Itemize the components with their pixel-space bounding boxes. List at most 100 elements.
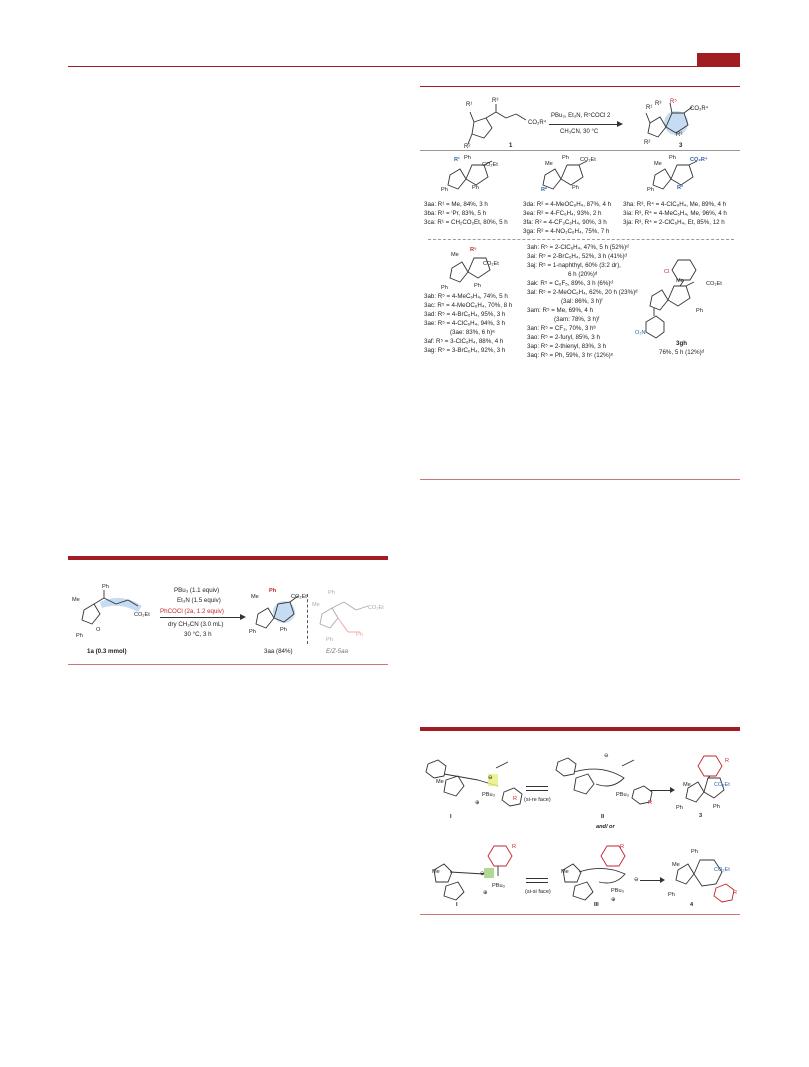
label-3gh: 3gh (676, 340, 688, 347)
reagent-4: dry CH₃CN (3.0 mL) (168, 621, 224, 628)
scheme-a-bottom-rule (68, 664, 388, 665)
reagent-3: PhCOCl (2a, 1.2 equiv) (160, 608, 224, 615)
reaction-arrowhead (617, 121, 623, 127)
s5-co2et: CO₂Et (706, 281, 722, 287)
pa-me: Me (251, 594, 259, 600)
s2-r2: R² (541, 187, 547, 193)
side-label-5aa: E/Z-5aa (326, 648, 349, 655)
s5-no2: O₂N (635, 330, 646, 336)
substrate-1a-structure (81, 590, 142, 625)
entry-3ai: 3ai: R⁵ = 2-BrC₆H₄, 52%, 3 h (41%)ᵈ (527, 253, 627, 260)
b4-plus: ⊕ (611, 897, 616, 903)
b2-r: R (648, 800, 653, 806)
entry-3da: 3da: R² = 4-MeOC₆H₄, 87%, 4 h (523, 201, 612, 208)
entry-3ak: 3ak: R⁵ = C₆F₅, 89%, 3 h (6%)ᵈ (527, 280, 613, 287)
pa-ph3: Ph (280, 627, 287, 633)
reagent-1: PBu₃ (1.1 equiv) (174, 587, 220, 594)
s2-me: Me (545, 161, 553, 167)
b3-me: Me (432, 869, 440, 875)
table-dashed-divider (428, 239, 734, 240)
sp-ph2: Ph (326, 637, 333, 643)
arrow-to-4-head (660, 877, 665, 883)
eq-arrow-top-2 (526, 790, 548, 791)
p3-ph: Ph (676, 805, 683, 811)
sp-ph: Ph (328, 590, 335, 596)
table-bottom-rule (420, 479, 740, 480)
structure-3gh (645, 259, 697, 339)
s2-ph: Ph (562, 155, 569, 161)
face-re: (si-re face) (524, 797, 551, 803)
prod-r1: R¹ (646, 105, 653, 111)
b3-pbu3: PBu₃ (492, 883, 505, 889)
corner-tab (697, 53, 740, 66)
b1-r: R (513, 796, 518, 802)
prod-r3: R³ (655, 101, 662, 107)
eq-arrow-bottom-1 (526, 878, 548, 879)
entry-3ha: 3ha: R³, R⁴ = 4-ClC₆H₄, Me, 89%, 4 h (623, 201, 727, 208)
lbl-II: II (601, 814, 605, 820)
pa-co2et: CO₂Et (291, 594, 307, 600)
p3-co2et: CO₂Et (714, 782, 730, 788)
entry-3aj-cont: 6 h (20%)ᵈ (568, 271, 598, 278)
intermediate-II (555, 757, 653, 805)
b3-minus: ⊖ (480, 871, 485, 877)
entry-3ae-alt: (3ae: 83%, 6 h)ᵃ (450, 329, 495, 336)
b3-r: R (512, 844, 517, 850)
s1-ph2: Ph (441, 187, 448, 193)
sub-r3: R³ (492, 98, 499, 104)
p4-r: R (733, 890, 738, 896)
entry-3ad: 3ad: R⁵ = 4-BrC₆H₄, 95%, 3 h (424, 311, 506, 318)
entry-3ca: 3ca: R¹ = CH₂CO₂Et, 80%, 5 h (424, 219, 508, 226)
s1-ph3: Ph (472, 185, 479, 191)
s2-co2et: CO₂Et (580, 157, 596, 163)
sa-ph2: Ph (76, 633, 83, 639)
b4-pbu3: PBu₃ (611, 888, 624, 894)
s4-me: Me (451, 252, 459, 258)
b2-pbu3: PBu₃ (616, 792, 629, 798)
structure-3da-scope (542, 160, 588, 190)
b4-r: R (620, 844, 625, 850)
p4-ph: Ph (691, 849, 698, 855)
entry-3af: 3af: R⁵ = 3-ClC₆H₄, 88%, 4 h (424, 338, 504, 345)
reagents-line: PBu₃, Et₃N, R⁵COCl 2 (551, 113, 611, 119)
intermediate-I-bottom (433, 845, 513, 901)
s4-co2et: CO₂Et (483, 261, 499, 267)
structure-3ha-scope (652, 160, 698, 190)
pa-ph: Ph (269, 588, 277, 594)
product-3-scheme-b (685, 755, 725, 803)
lbl-3: 3 (699, 813, 703, 819)
sa-o: O (96, 627, 101, 633)
structure-3ab-scope (449, 257, 491, 283)
s5-ph: Ph (696, 308, 703, 314)
reagent-5: 30 °C, 3 h (184, 631, 212, 638)
intermediate-III (562, 845, 626, 901)
entry-3ag: 3ag: R⁵ = 3-BrC₆H₄, 92%, 3 h (424, 347, 506, 354)
p3-ph2: Ph (713, 804, 720, 810)
lbl-III: III (594, 902, 599, 908)
p4-ph2: Ph (668, 892, 675, 898)
prod-co2r4: CO₂R⁴ (690, 106, 709, 112)
s1-co2et: CO₂Et (482, 162, 498, 168)
arrow-to-3-head (670, 787, 675, 793)
s4-ph2: Ph (474, 283, 481, 289)
product-label-3: 3 (679, 143, 683, 149)
s4-r5: R⁵ (470, 247, 477, 253)
sub-co2r4: CO₂R⁴ (528, 120, 547, 126)
s1-ph: Ph (464, 155, 471, 161)
entry-3ab: 3ab: R⁵ = 4-MeC₆H₄, 74%, 5 h (424, 293, 508, 300)
entry-3am: 3am: R⁵ = Me, 69%, 4 h (527, 307, 594, 314)
sp-me: Me (312, 602, 320, 608)
entry-3an: 3an: R⁵ = CF₃, 70%, 3 hᵇ (527, 325, 596, 332)
pa-ph2: Ph (249, 629, 256, 635)
product-label-3aa: 3aa (84%) (264, 648, 293, 655)
sm-label-1: 1 (509, 143, 513, 149)
eq-arrow-top-1 (526, 786, 548, 787)
p4-me: Me (672, 862, 680, 868)
sp-co2et: CO₂Et (368, 605, 384, 611)
s4-ph: Ph (441, 285, 448, 291)
product-3aa-structure (255, 595, 299, 629)
s1-r1: R¹ (454, 157, 460, 163)
scheme-a-arrow (160, 617, 244, 618)
s5-me: Me (676, 278, 684, 284)
lbl-I-bottom: I (456, 902, 458, 908)
